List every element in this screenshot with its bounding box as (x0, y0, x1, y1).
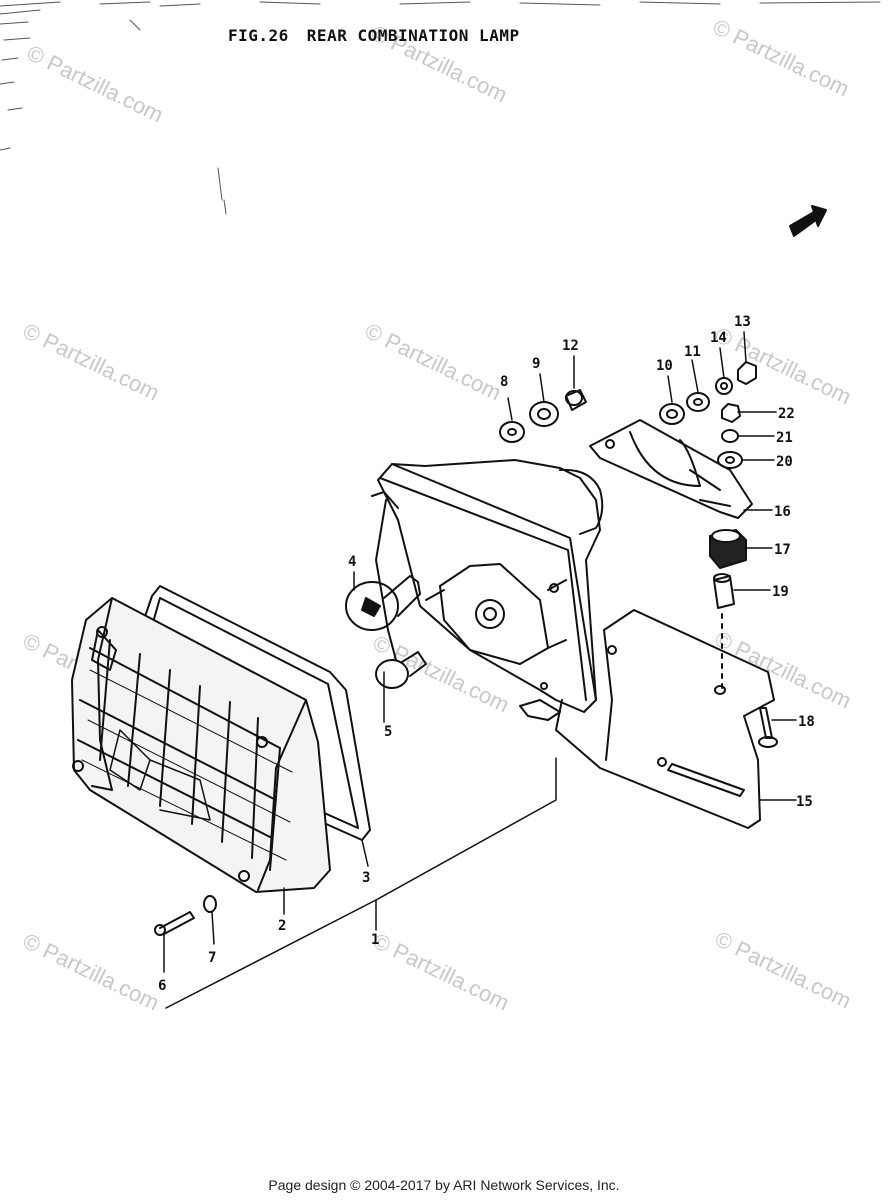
rubber-cushion (709, 529, 747, 569)
exploded-view-drawing: 1 2 3 4 5 6 7 8 9 10 11 12 13 14 15 16 1… (0, 1, 881, 1009)
callout-15: 15 (796, 794, 813, 810)
callout-7: 7 (208, 950, 216, 966)
figure-title: FIG.26 REAR COMBINATION LAMP (228, 26, 520, 45)
callout-8: 8 (500, 374, 508, 390)
callout-4: 4 (348, 554, 356, 570)
plate-bracket (555, 609, 775, 829)
callout-22: 22 (778, 406, 795, 422)
callout-2: 2 (278, 918, 286, 934)
callout-5: 5 (384, 724, 392, 740)
callout-6: 6 (158, 978, 166, 994)
washer (686, 392, 710, 412)
spacer (565, 389, 587, 411)
washer (529, 401, 559, 427)
callout-14: 14 (710, 330, 727, 346)
callout-21: 21 (776, 430, 793, 446)
callout-19: 19 (772, 584, 789, 600)
callout-3: 3 (362, 870, 370, 886)
lens-assembly (71, 597, 331, 893)
callout-20: 20 (776, 454, 793, 470)
lens-washer (203, 895, 217, 913)
bolt (758, 707, 778, 748)
figure-caption: REAR COMBINATION LAMP (306, 26, 520, 45)
scan-noise (0, 1, 881, 215)
callout-16: 16 (774, 504, 791, 520)
lamp-housing (371, 459, 604, 721)
figure-number: FIG.26 (228, 26, 289, 45)
lock-washer (721, 429, 739, 443)
washer (659, 403, 685, 425)
bulb-small (375, 651, 427, 689)
upper-bracket (589, 419, 753, 519)
callout-1: 1 (371, 932, 379, 948)
callout-10: 10 (656, 358, 673, 374)
bulb-large (345, 575, 421, 631)
washer (715, 377, 733, 395)
washer (499, 421, 525, 443)
callout-11: 11 (684, 344, 701, 360)
page-footer-copyright: Page design © 2004-2017 by ARI Network S… (268, 1177, 620, 1193)
nut (721, 403, 741, 423)
collar (713, 573, 735, 609)
front-arrow-icon (789, 205, 827, 237)
leader-lines (163, 331, 797, 1009)
lens-screw (154, 911, 195, 936)
callout-18: 18 (798, 714, 815, 730)
nut (737, 361, 757, 385)
callout-17: 17 (774, 542, 791, 558)
callout-13: 13 (734, 314, 751, 330)
callout-9: 9 (532, 356, 540, 372)
callout-12: 12 (562, 338, 579, 354)
